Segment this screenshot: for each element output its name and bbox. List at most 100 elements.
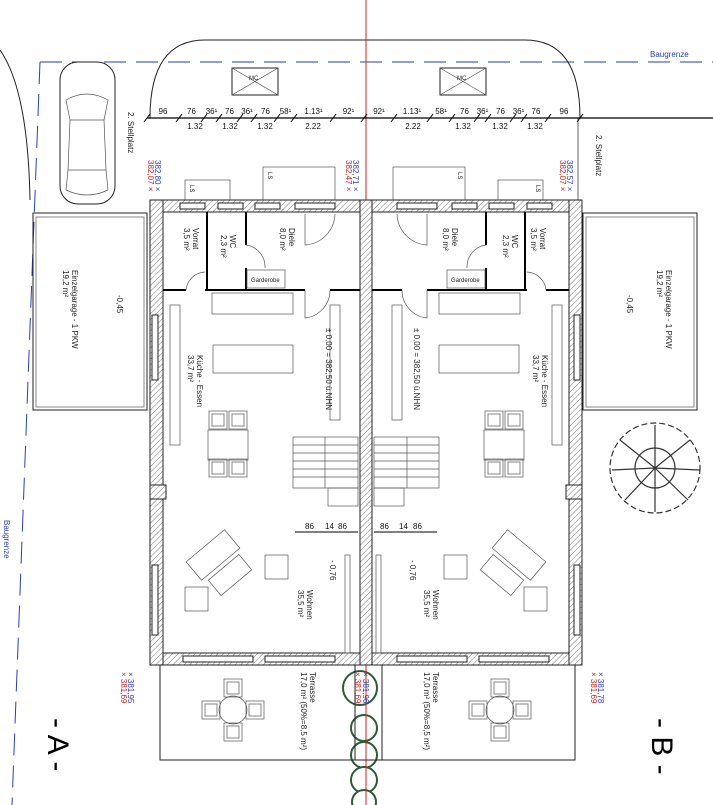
svg-text:LS: LS <box>534 185 540 192</box>
dimension-tick <box>520 113 528 123</box>
svg-text:382,07 ×: 382,07 × <box>146 160 155 192</box>
dimension-tick <box>250 113 258 123</box>
svg-text:Terrasse: Terrasse <box>308 672 317 703</box>
svg-text:× 381,69: × 381,69 <box>589 672 598 704</box>
building-walls <box>149 199 583 666</box>
dimension-label-bottom: 1.32 <box>222 122 238 131</box>
svg-text:Diele: Diele <box>450 228 459 247</box>
dimension-label-bottom: 1.32 <box>187 122 203 131</box>
dimension-tick <box>509 113 517 123</box>
dimension-tick <box>544 113 552 123</box>
dimension-label-top: 76 <box>496 107 505 116</box>
dimension-label-top: 96 <box>159 107 168 116</box>
svg-text:17,0 m² (50%=8,5 m²): 17,0 m² (50%=8,5 m²) <box>422 672 431 750</box>
dimension-label-bottom: 2.22 <box>305 122 321 131</box>
section-marker-b: - B - <box>645 718 678 775</box>
dimension-label-bottom: 1.32 <box>492 122 508 131</box>
dimension-label-top: 76 <box>261 107 270 116</box>
baugrenze-label-top: Baugrenze <box>650 50 689 59</box>
dimension-label-top: 36¹ <box>241 107 253 116</box>
dimension-tick <box>215 113 223 123</box>
dimension-label-top: 36¹ <box>477 107 489 116</box>
dimension-label-top: 58¹ <box>435 107 447 116</box>
baugrenze-label-left: Baugrenze <box>2 520 11 559</box>
svg-text:382,47 ×: 382,47 × <box>344 160 353 192</box>
svg-text:19,2 m²: 19,2 m² <box>61 270 70 297</box>
svg-text:× 381,95: × 381,95 <box>126 672 135 704</box>
svg-text:2,3 m²: 2,3 m² <box>219 235 228 258</box>
svg-text:86: 86 <box>338 522 347 531</box>
dimension-tick <box>273 113 281 123</box>
svg-text:Einzelgarage - 1 PKW: Einzelgarage - 1 PKW <box>70 270 79 349</box>
dimension-label-bottom: 2.22 <box>405 122 421 131</box>
svg-text:33,7 m²: 33,7 m² <box>531 355 540 382</box>
svg-text:8,0 m²: 8,0 m² <box>441 228 450 251</box>
dimension-tick <box>236 113 244 123</box>
dimension-tick <box>448 113 456 123</box>
svg-text:382,71 ×: 382,71 × <box>351 160 360 192</box>
svg-text:2,3 m²: 2,3 m² <box>501 235 510 258</box>
svg-text:Diele: Diele <box>287 228 296 247</box>
svg-text:3,5 m²: 3,5 m² <box>182 228 191 251</box>
hedge <box>342 670 378 805</box>
svg-text:8,0 m²: 8,0 m² <box>278 228 287 251</box>
dimension-label-bottom: 1.32 <box>455 122 471 131</box>
dimension-label-top: 92¹ <box>373 107 385 116</box>
dimension-label-top: 76 <box>225 107 234 116</box>
stairs-left <box>292 436 359 507</box>
svg-text:Wohnen: Wohnen <box>431 590 440 620</box>
car-icon <box>59 61 116 205</box>
dimension-label-top: 1.13¹ <box>304 107 323 116</box>
svg-text:LS: LS <box>266 172 272 179</box>
svg-text:Vorrat: Vorrat <box>191 228 200 250</box>
dimension-tick <box>329 113 337 123</box>
furniture <box>32 212 698 761</box>
dimension-label-top: 36¹ <box>513 107 525 116</box>
dimension-tick <box>360 113 368 123</box>
svg-text:382,57 ×: 382,57 × <box>565 160 574 192</box>
dimension-tick <box>473 113 481 123</box>
dimension-tick <box>175 113 183 123</box>
svg-text:35,5 m²: 35,5 m² <box>296 590 305 617</box>
dimension-label-top: 76 <box>460 107 469 116</box>
svg-text:17,0 m² (50%=8,5 m²): 17,0 m² (50%=8,5 m²) <box>299 672 308 750</box>
svg-text:Küche - Essen: Küche - Essen <box>540 355 549 407</box>
svg-text:Wohnen: Wohnen <box>305 590 314 620</box>
dimension-label-top: 76 <box>532 107 541 116</box>
dimension-label-bottom: 1.32 <box>257 122 273 131</box>
svg-text:382,80 ×: 382,80 × <box>153 160 162 192</box>
dimension-label-top: 96 <box>560 107 569 116</box>
svg-text:-0,45: -0,45 <box>625 295 634 314</box>
dimension-tick <box>390 113 398 123</box>
svg-text:Garderobe: Garderobe <box>451 278 480 284</box>
svg-text:- 0,76: - 0,76 <box>328 560 337 581</box>
svg-text:382,07 ×: 382,07 × <box>558 160 567 192</box>
svg-text:± 0,00 = 382,50 ü.NHN: ± 0,00 = 382,50 ü.NHN <box>324 328 333 410</box>
dimension-tick <box>290 113 298 123</box>
stairs-right <box>373 436 440 507</box>
svg-text:WC: WC <box>228 235 237 249</box>
svg-text:× 381,69: × 381,69 <box>353 672 362 704</box>
svg-text:Vorrat: Vorrat <box>538 228 547 250</box>
dimension-label-top: 36¹ <box>206 107 218 116</box>
svg-text:WC: WC <box>510 235 519 249</box>
svg-text:86: 86 <box>305 522 314 531</box>
tree-icon <box>609 422 701 514</box>
dimension-label-top: 76 <box>187 107 196 116</box>
svg-text:- 0,76: - 0,76 <box>408 560 417 581</box>
svg-text:86: 86 <box>380 522 389 531</box>
svg-text:14: 14 <box>325 522 334 531</box>
svg-text:19,2 m²: 19,2 m² <box>655 270 664 297</box>
svg-text:Terrasse: Terrasse <box>431 672 440 703</box>
mc-box-left: MC <box>231 67 279 96</box>
dimension-tick <box>426 113 434 123</box>
svg-text:LS: LS <box>188 185 194 192</box>
svg-text:MC: MC <box>457 76 467 82</box>
svg-text:Einzelgarage - 1 PKW: Einzelgarage - 1 PKW <box>664 270 673 349</box>
svg-text:3,5 m²: 3,5 m² <box>529 228 538 251</box>
svg-text:86: 86 <box>413 522 422 531</box>
